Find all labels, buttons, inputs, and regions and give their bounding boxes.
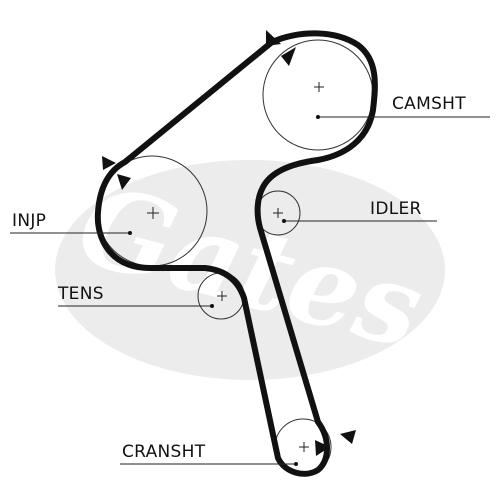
crankshaft-leader-dot [294,462,298,466]
tensioner-label: TENS [57,284,104,304]
center-mark-icon [299,442,309,452]
tensioner-leader-dot [210,304,214,308]
rotation-arrow-icon [117,174,131,190]
center-mark-icon [217,291,227,301]
idler-leader-dot [282,219,286,223]
injection-pump-leader-dot [128,231,132,235]
rotation-arrow-icon [102,156,116,170]
idler-label: IDLER [370,199,422,219]
gates-watermark-logo: Gates [55,159,445,380]
rotation-arrow-icon [266,30,281,46]
crankshaft-label: CRANSHT [122,442,206,462]
center-mark-icon [273,208,283,218]
camshaft-pulley [262,39,374,151]
camshaft-label: CAMSHT [392,94,466,114]
rotation-arrow-icon [315,440,330,456]
rotation-arrow-icon [340,430,356,444]
center-mark-icon [314,82,324,92]
injection-pump-label: INJP [12,211,46,231]
camshaft-leader-dot [316,115,320,119]
center-mark-icon [147,207,159,219]
timing-belt [94,30,378,477]
rotation-arrow-icon [281,47,296,66]
